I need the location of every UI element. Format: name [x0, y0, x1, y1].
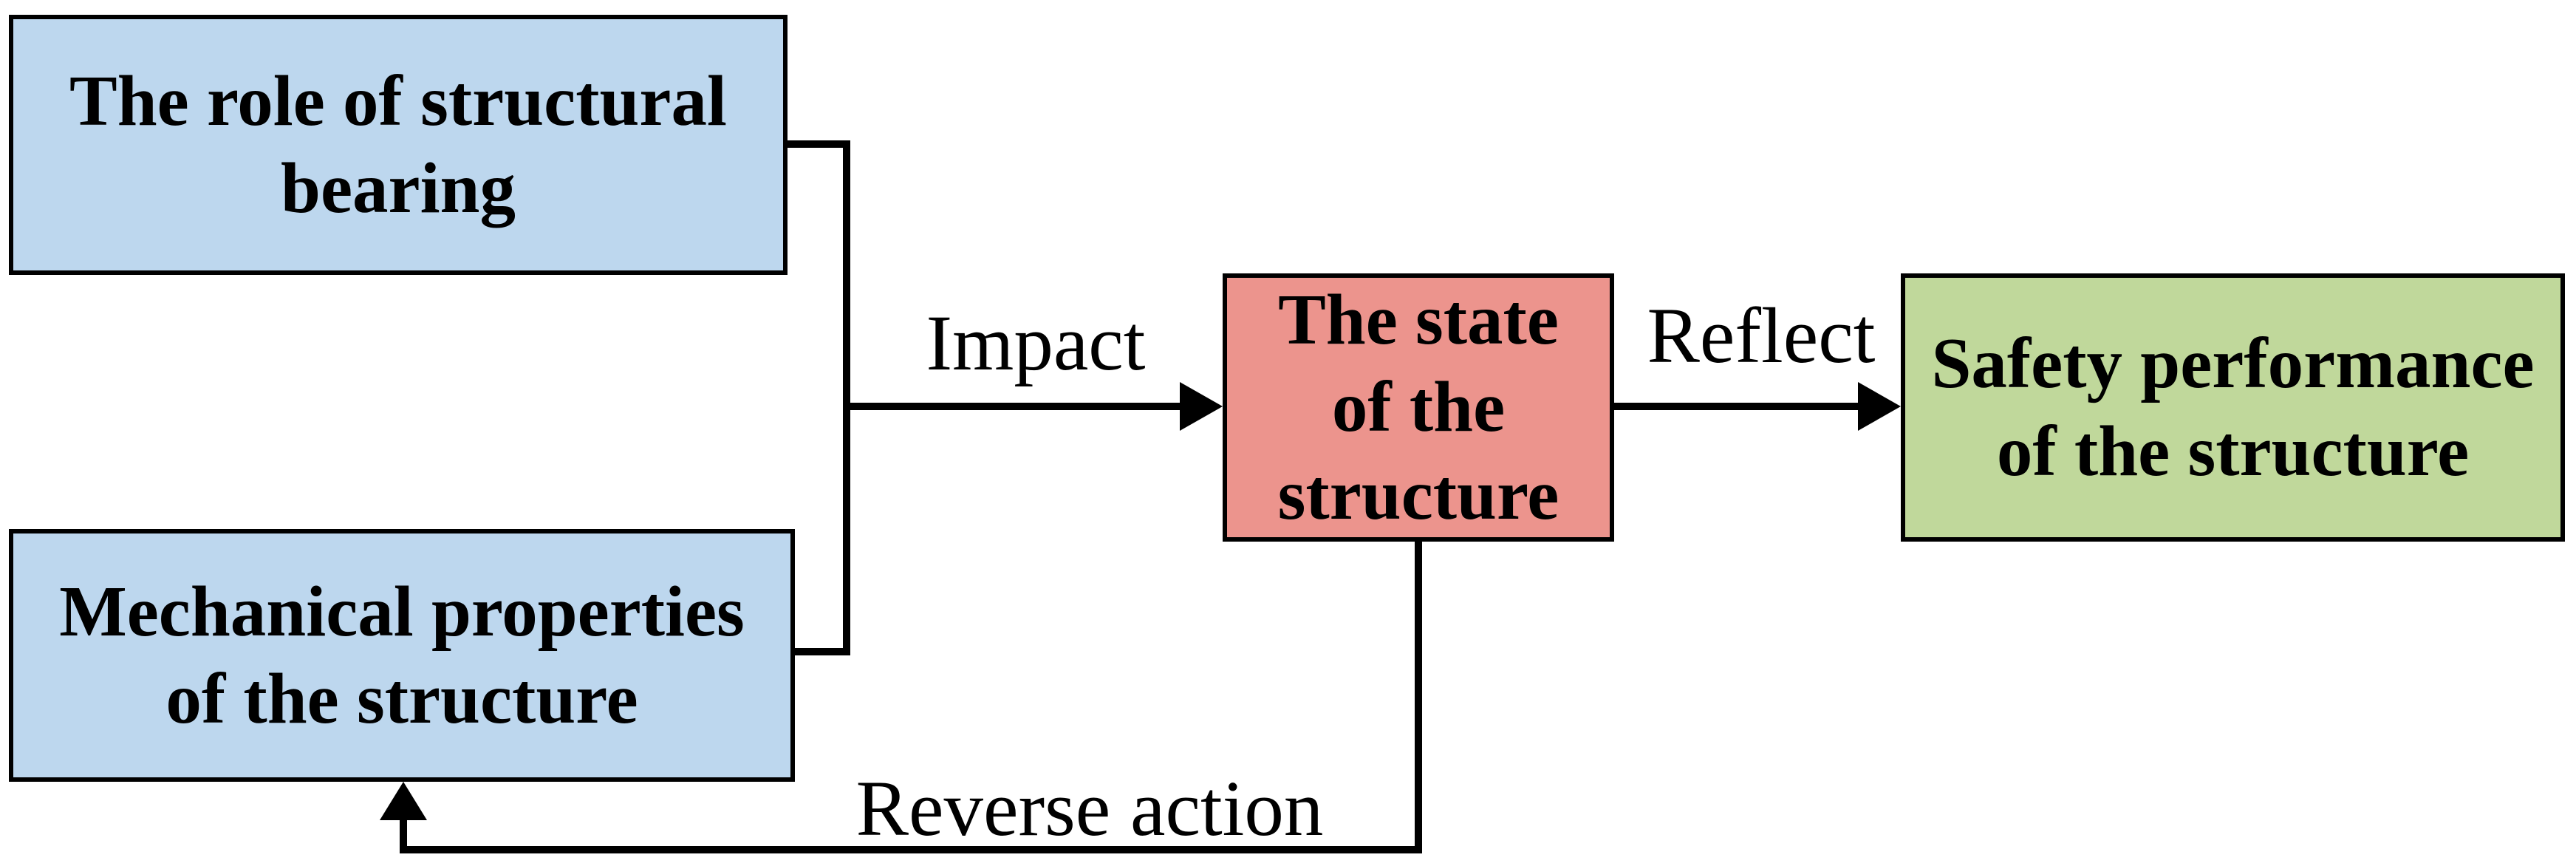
node-safety-performance: Safety performance of the structure — [1901, 273, 2565, 542]
reverse-action-edge-label: Reverse action — [855, 766, 1324, 853]
reverse-action-vertical-line — [1415, 542, 1422, 850]
node-state-of-structure: The state of the structure — [1223, 273, 1614, 542]
node-label-line: Safety performance — [1931, 324, 2535, 403]
impact-edge-label: Impact — [926, 300, 1146, 387]
reflect-arrow-shaft — [1614, 403, 1859, 410]
node-role-of-structural-bearing: The role of structural bearing — [9, 15, 788, 275]
reverse-action-horizontal-line — [400, 846, 1422, 853]
connector-bracket-vertical — [843, 140, 850, 655]
connector-stub-from-mechanical-box — [795, 648, 850, 655]
node-label-line: structure — [1277, 454, 1559, 534]
impact-arrowhead-icon — [1180, 382, 1223, 431]
connector-stub-from-role-box — [788, 140, 850, 148]
node-label-line: of the structure — [165, 659, 638, 738]
node-label-line: of the — [1331, 367, 1506, 447]
reverse-action-up-shaft — [400, 816, 407, 850]
node-label-line: bearing — [281, 149, 516, 228]
node-mechanical-properties: Mechanical properties of the structure — [9, 529, 795, 782]
reflect-edge-label: Reflect — [1647, 293, 1876, 380]
node-label-line: Mechanical properties — [59, 571, 745, 651]
node-label-line: The role of structural — [69, 61, 727, 140]
impact-arrow-shaft — [843, 403, 1180, 410]
reflect-arrowhead-icon — [1858, 382, 1901, 431]
node-label-line: The state — [1278, 280, 1559, 360]
reverse-action-arrowhead-icon — [380, 782, 427, 820]
node-label-line: of the structure — [1996, 411, 2470, 491]
